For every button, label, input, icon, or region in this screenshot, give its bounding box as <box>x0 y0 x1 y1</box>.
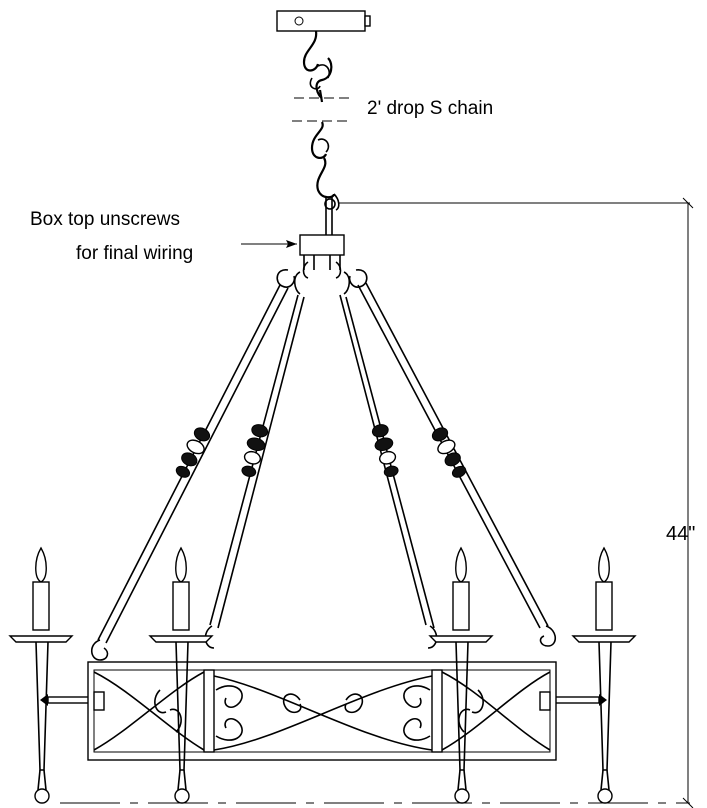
wiring-box <box>299 234 345 270</box>
candle-1 <box>8 546 74 804</box>
arm-bead-clusters <box>175 424 467 478</box>
upper-s-chain <box>302 30 333 103</box>
height-dimension <box>60 197 694 808</box>
chain-label: 2' drop S chain <box>367 98 493 119</box>
ceiling-canopy <box>276 10 371 32</box>
box-label-line2: for final wiring <box>76 243 193 264</box>
lower-s-chain <box>310 121 340 235</box>
candle-4 <box>571 546 637 804</box>
candle-2 <box>148 546 214 804</box>
support-arms <box>97 282 549 644</box>
arm-hooks-top <box>276 261 368 295</box>
arm-hooks-bottom <box>90 625 557 661</box>
candle-3 <box>428 546 494 804</box>
chain-break-lines <box>292 97 350 122</box>
box-label-line1: Box top unscrews <box>30 209 180 230</box>
frame-ring <box>87 661 557 761</box>
height-label: 44" <box>666 523 695 545</box>
box-pointer-arrow <box>241 240 297 248</box>
